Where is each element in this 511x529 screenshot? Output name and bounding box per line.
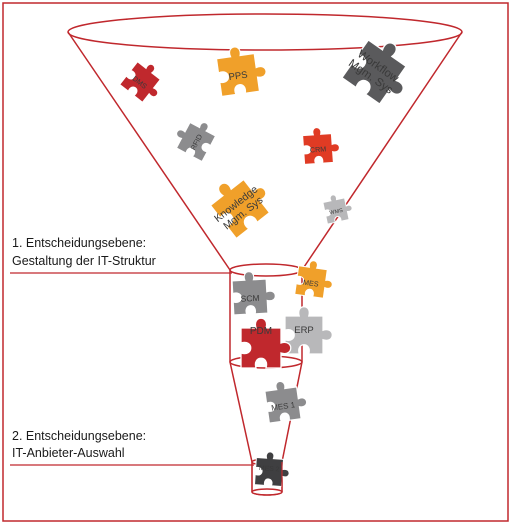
puzzle-piece-mes-2: MES 2 — [253, 450, 292, 488]
puzzle-piece-erp: ERP — [284, 306, 333, 355]
piece-label-pdm: PDM — [250, 326, 272, 337]
piece-label-wms: WMS — [329, 208, 344, 217]
puzzle-piece-pps: PPS — [214, 42, 270, 98]
level-1-title: 1. Entscheidungsebene: — [12, 236, 146, 250]
puzzle-piece-knowledge: Knowledge Mgm. Sys — [203, 164, 279, 240]
level-1-subtitle: Gestaltung der IT-Struktur — [12, 254, 156, 268]
puzzle-piece-mes-1: MES 1 — [263, 377, 310, 424]
puzzle-piece-mes: MES — [294, 258, 336, 300]
puzzle-piece-scm: SCM — [231, 269, 277, 316]
funnel-spout-front — [251, 462, 283, 496]
puzzle-piece-dms: DMS — [119, 55, 171, 108]
piece-label-mes: MES — [303, 278, 320, 289]
piece-label-scm: SCM — [240, 293, 259, 304]
puzzle-piece-wms: WMS — [321, 191, 355, 225]
funnel-mid-rim — [229, 263, 303, 277]
outer-frame — [2, 2, 509, 522]
piece-label-pps: PPS — [228, 70, 248, 84]
puzzle-piece-rfid: RFID — [169, 112, 220, 162]
puzzle-piece-workflow: Workflow Mgm. Sys — [341, 30, 423, 112]
funnel-top-rim — [67, 13, 463, 51]
puzzle-piece-pdm: PDM — [240, 317, 292, 369]
piece-label-crm: CRM — [310, 144, 327, 154]
piece-label-erp: ERP — [294, 325, 314, 336]
puzzle-piece-crm: CRM — [301, 125, 341, 165]
level-2-subtitle: IT-Anbieter-Auswahl — [12, 446, 125, 460]
level-2-title: 2. Entscheidungsebene: — [12, 429, 146, 443]
piece-label-mes-2: MES 2 — [259, 465, 280, 473]
piece-label-mes-1: MES 1 — [271, 400, 297, 412]
